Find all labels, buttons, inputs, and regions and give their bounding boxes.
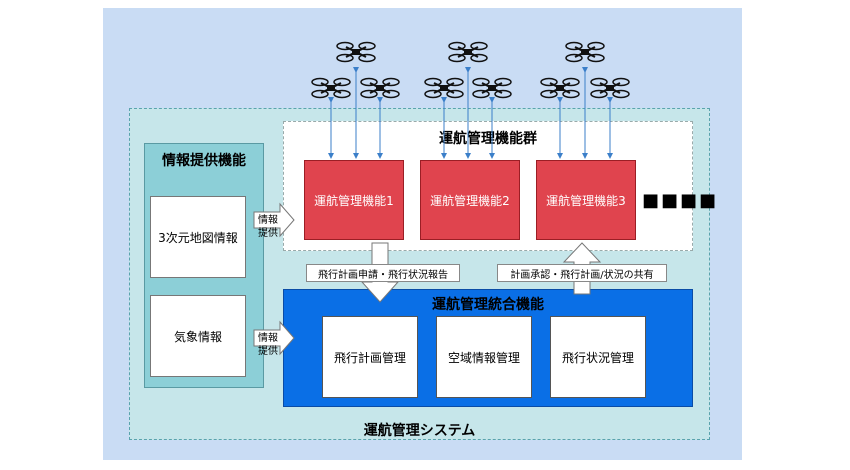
provide-label-2-line: 情報 提供 bbox=[258, 333, 278, 357]
function-box-1: 運航管理機能1 bbox=[304, 160, 404, 240]
info-provision-title: 情報提供機能 bbox=[162, 153, 246, 169]
provide-arrow-2 bbox=[253, 320, 295, 356]
more-ellipsis: ■■■■ bbox=[642, 190, 719, 211]
integration-title: 運航管理統合機能 bbox=[432, 297, 544, 313]
drone-icon bbox=[565, 41, 605, 63]
function-group-title: 運航管理機能群 bbox=[439, 131, 537, 147]
drone-icon bbox=[336, 41, 376, 63]
sub-flight-status: 飛行状況管理 bbox=[550, 316, 646, 398]
info-item-3d-map: 3次元地図情報 bbox=[150, 196, 246, 278]
drone-icon bbox=[472, 77, 512, 99]
up-flow-label: 計画承認・飛行計画/状況の共有 bbox=[497, 264, 667, 282]
provide-label-1-line: 情報 提供 bbox=[258, 215, 278, 239]
drone-icon bbox=[540, 77, 580, 99]
provide-arrow-1 bbox=[253, 202, 295, 238]
sub-airspace-info: 空域情報管理 bbox=[436, 316, 532, 398]
system-title: 運航管理システム bbox=[363, 423, 476, 439]
down-flow-label: 飛行計画申請・飛行状況報告 bbox=[306, 264, 460, 282]
sub-flight-plan: 飛行計画管理 bbox=[322, 316, 418, 398]
drone-icon bbox=[360, 77, 400, 99]
drone-icon bbox=[424, 77, 464, 99]
drone-icon bbox=[311, 77, 351, 99]
function-box-2: 運航管理機能2 bbox=[420, 160, 520, 240]
drone-link-lines bbox=[328, 67, 613, 159]
drone-icon bbox=[448, 41, 488, 63]
info-item-weather: 気象情報 bbox=[150, 295, 246, 377]
drone-icon bbox=[590, 77, 630, 99]
provide-label-2: 情報 提供 bbox=[258, 332, 286, 358]
provide-label-1: 情報 提供 bbox=[258, 214, 286, 240]
function-box-3: 運航管理機能3 bbox=[536, 160, 636, 240]
